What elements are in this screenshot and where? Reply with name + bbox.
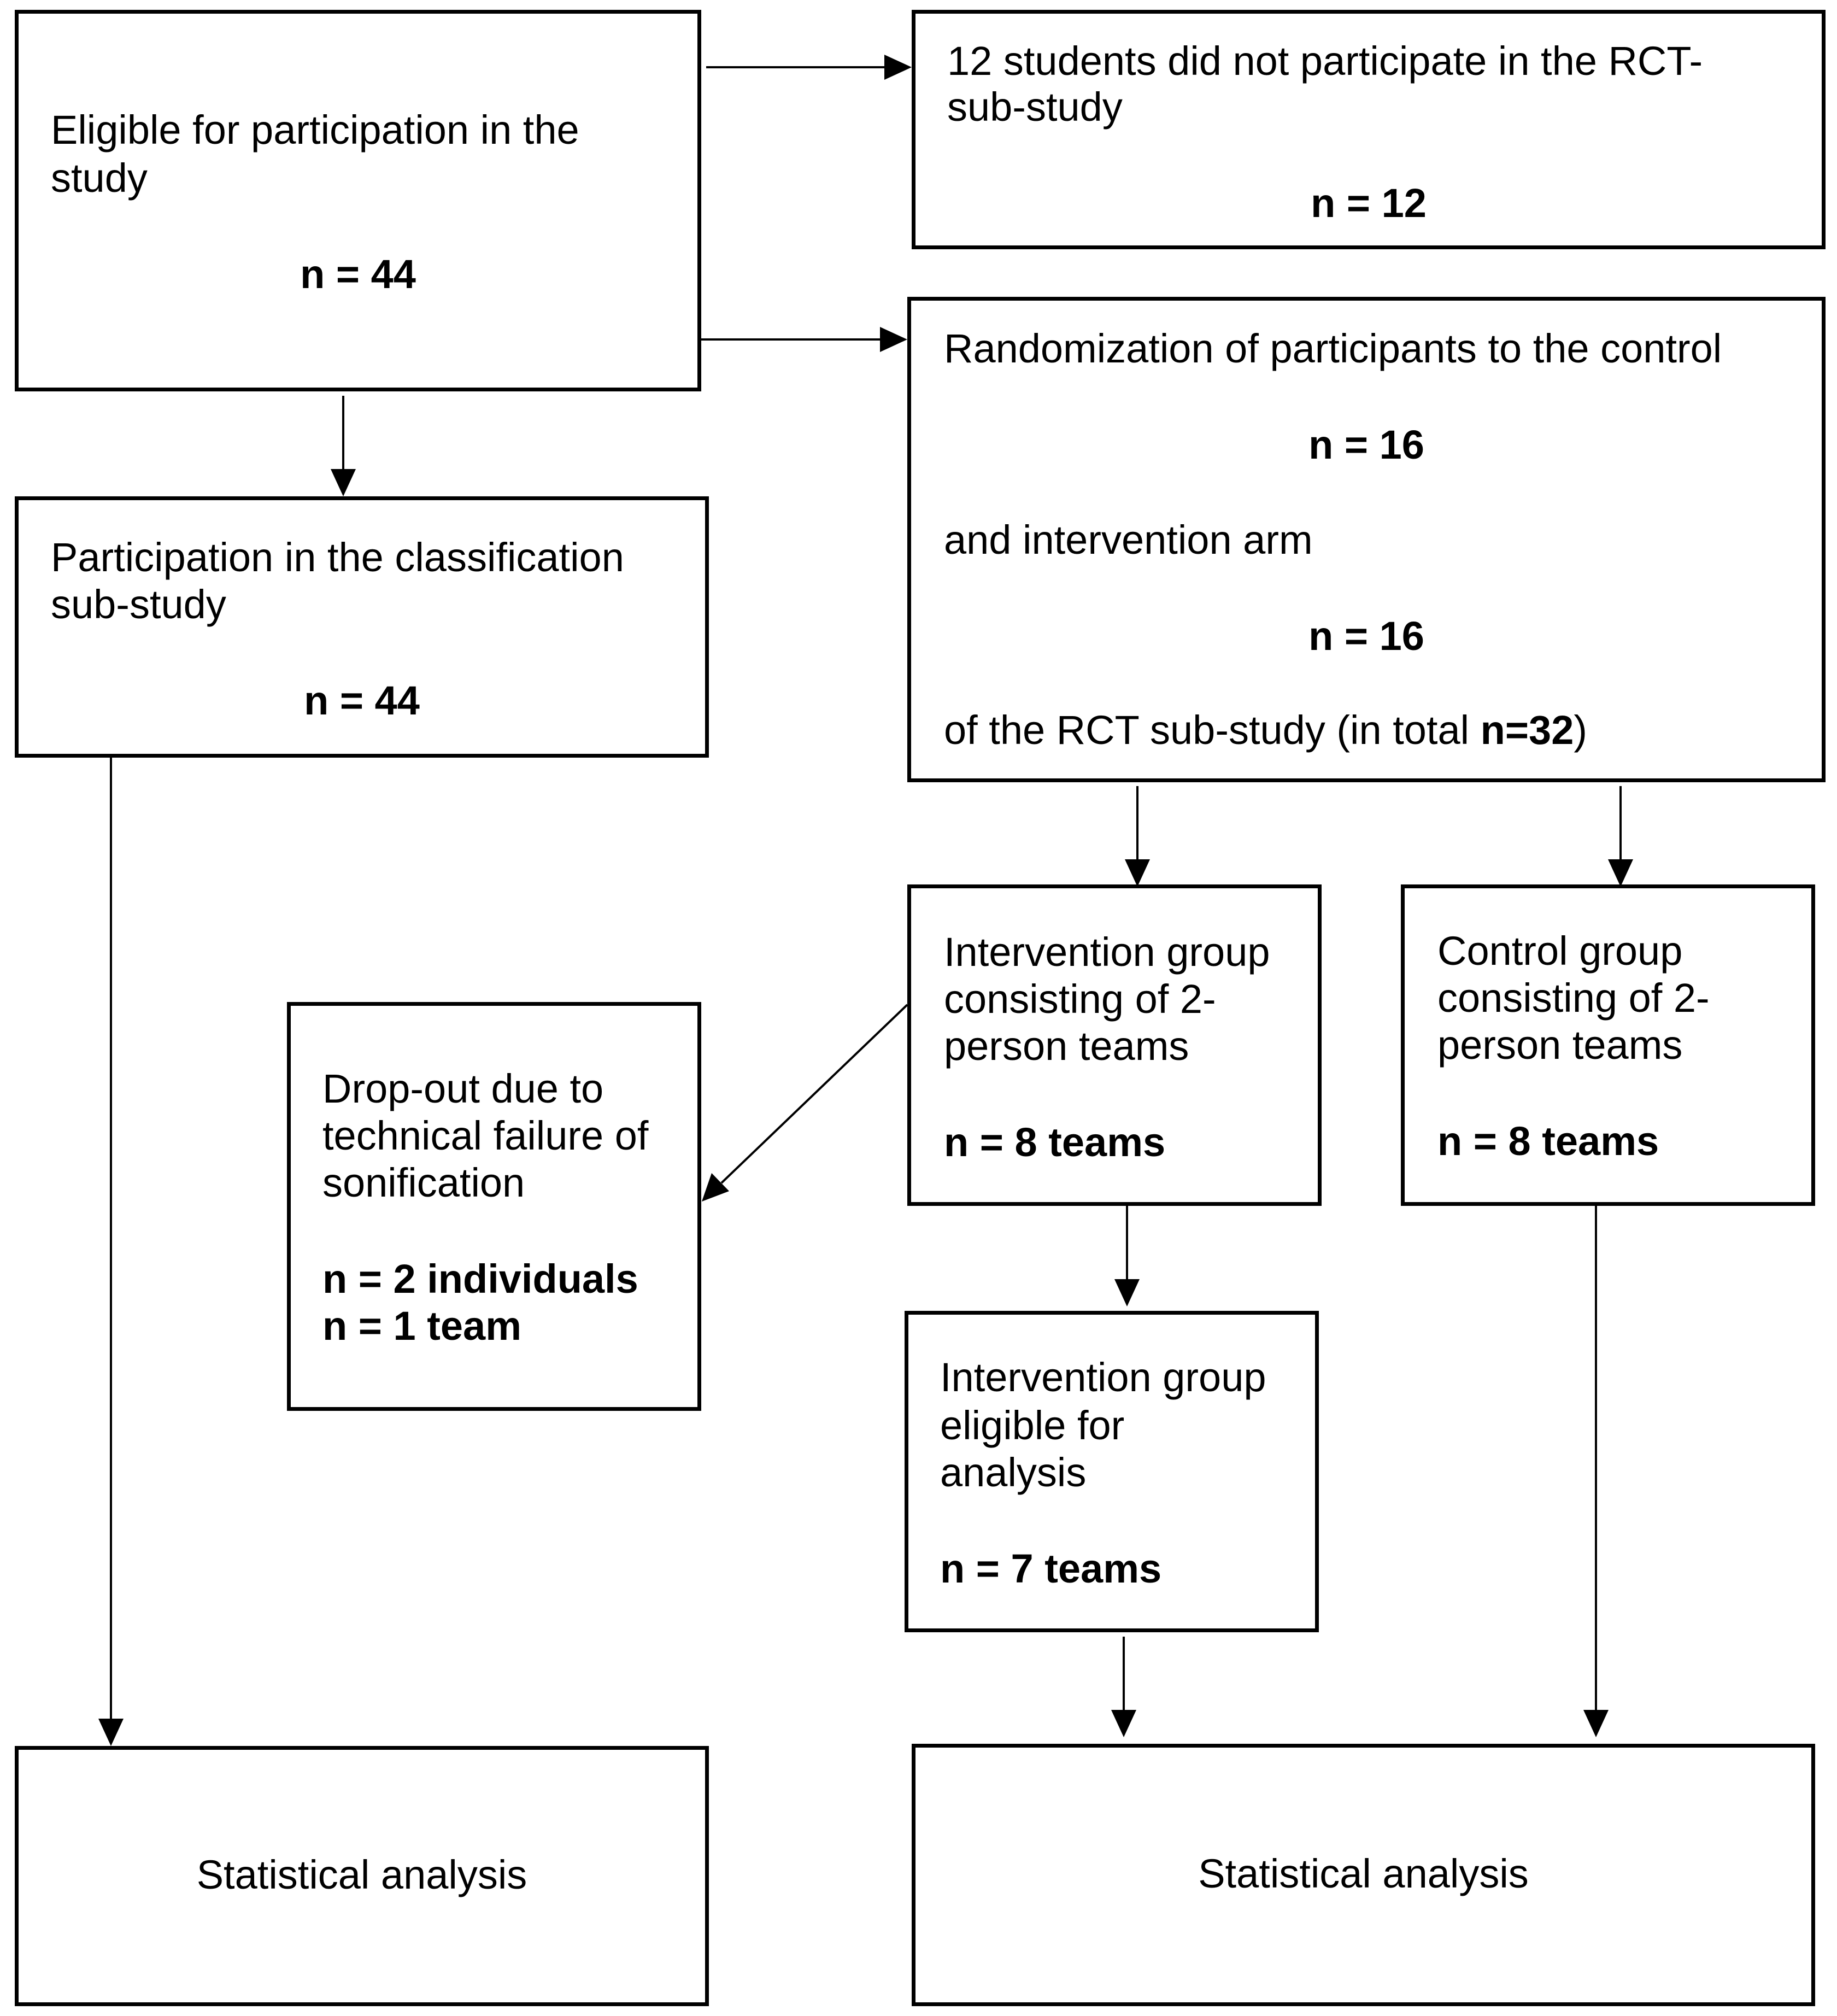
arrowhead-randomization — [880, 327, 907, 352]
not-participate-line1: 12 students did not participate in the R… — [947, 38, 1703, 84]
intervention-eligible-n: n = 7 teams — [940, 1546, 1162, 1591]
arrowhead-intervention-group — [1125, 859, 1150, 887]
randomization-box — [907, 297, 1826, 782]
eligible-line2: study — [51, 155, 148, 201]
randomization-line3-prefix: of the RCT sub-study (in total — [944, 707, 1481, 753]
arrowhead-dropout — [702, 1173, 729, 1202]
intervention-eligible-line2: eligible for — [940, 1403, 1125, 1448]
dropout-box — [287, 1002, 701, 1411]
control-group-line1: Control group — [1437, 928, 1683, 974]
randomization-line2: and intervention arm — [944, 517, 1313, 562]
randomization-n-control: n = 16 — [1308, 422, 1424, 467]
analysis-right-label: Statistical analysis — [1198, 1851, 1529, 1896]
arrow-intervention-to-dropout — [720, 1004, 908, 1184]
dropout-line3: sonification — [322, 1160, 525, 1205]
intervention-group-n: n = 8 teams — [944, 1120, 1166, 1165]
arrowhead-control-group — [1608, 859, 1633, 887]
control-group-n: n = 8 teams — [1437, 1118, 1659, 1164]
classification-line1: Participation in the classification — [51, 535, 624, 580]
control-group-line3: person teams — [1437, 1022, 1683, 1068]
intervention-eligible-line3: analysis — [940, 1450, 1087, 1495]
intervention-group-line2: consisting of 2- — [944, 976, 1216, 1022]
arrowhead-not-participate — [884, 55, 912, 80]
arrowhead-analysis-left — [98, 1719, 124, 1746]
randomization-n-intervention: n = 16 — [1308, 613, 1424, 659]
intervention-group-line1: Intervention group — [944, 929, 1270, 975]
classification-line2: sub-study — [51, 582, 226, 627]
randomization-line3: of the RCT sub-study (in total n=32) — [944, 706, 1587, 754]
control-group-line2: consisting of 2- — [1437, 975, 1710, 1021]
eligible-box — [15, 10, 701, 391]
intervention-group-box — [907, 884, 1322, 1206]
dropout-line1: Drop-out due to — [322, 1066, 604, 1111]
classification-box — [15, 496, 709, 758]
not-participate-n: n = 12 — [1311, 180, 1427, 226]
arrowhead-classification — [331, 469, 356, 496]
control-group-box — [1401, 884, 1815, 1206]
randomization-line3-suffix: ) — [1574, 707, 1588, 753]
eligible-line1: Eligible for participation in the — [51, 107, 579, 153]
randomization-line1: Randomization of participants to the con… — [944, 326, 1722, 371]
intervention-eligible-line1: Intervention group — [940, 1355, 1266, 1400]
not-participate-line2: sub-study — [947, 84, 1123, 130]
arrowhead-analysis-right-a — [1111, 1710, 1136, 1737]
classification-n: n = 44 — [304, 678, 420, 723]
dropout-n-team: n = 1 team — [322, 1303, 522, 1349]
analysis-left-label: Statistical analysis — [196, 1852, 527, 1897]
arrowhead-intervention-eligible — [1114, 1279, 1140, 1306]
not-participate-box — [912, 10, 1826, 249]
dropout-line2: technical failure of — [322, 1113, 649, 1158]
randomization-total-n: n=32 — [1480, 707, 1574, 753]
analysis-right-box — [912, 1744, 1815, 2006]
arrowhead-analysis-right-b — [1583, 1710, 1609, 1737]
intervention-group-line3: person teams — [944, 1023, 1189, 1069]
eligible-n: n = 44 — [300, 251, 416, 297]
analysis-left-box — [15, 1746, 709, 2006]
dropout-n-individuals: n = 2 individuals — [322, 1256, 638, 1302]
intervention-eligible-box — [905, 1311, 1319, 1632]
